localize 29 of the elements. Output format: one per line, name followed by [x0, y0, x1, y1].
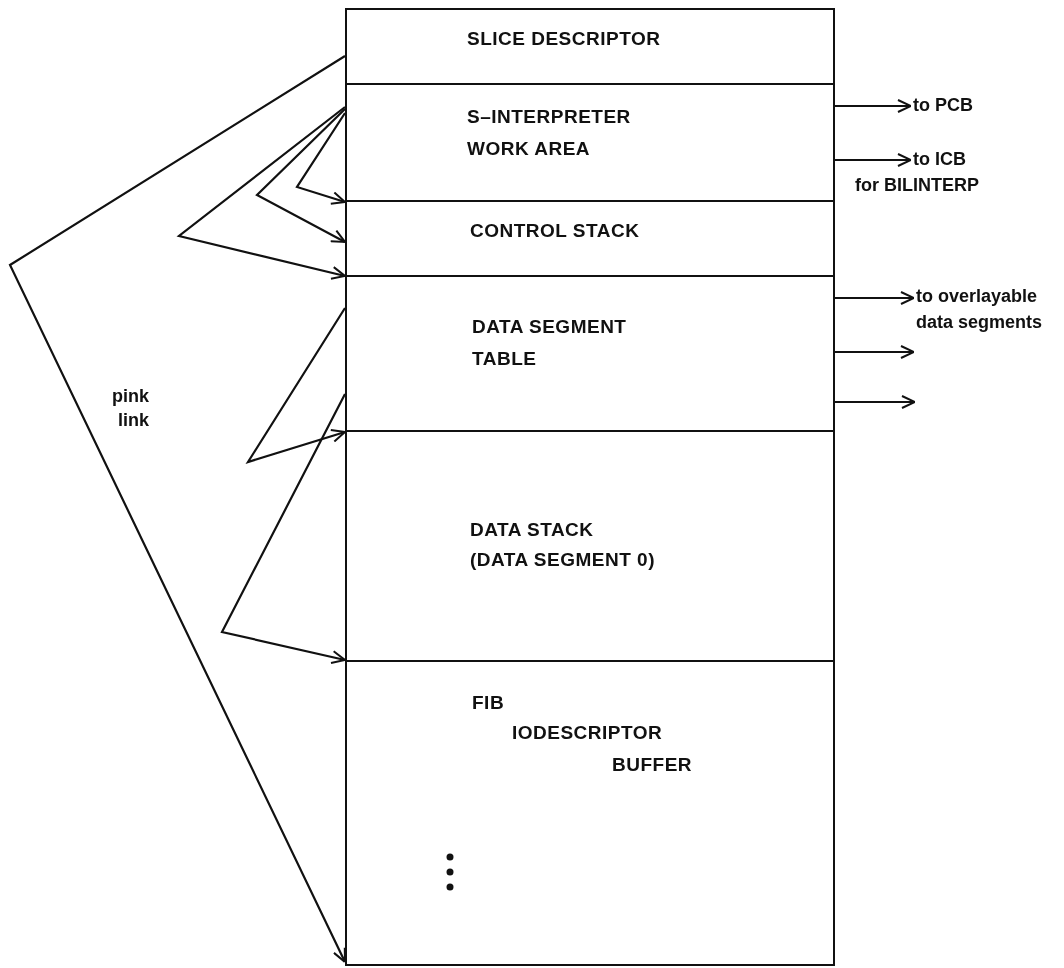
- pointer-arrow: [176, 106, 346, 280]
- area-label: S–INTERPRETER WORK AREA: [467, 105, 632, 161]
- pointer-arrow: [835, 291, 915, 305]
- area-label: IODESCRIPTOR: [512, 721, 664, 745]
- area-label: SLICE DESCRIPTOR: [467, 27, 662, 51]
- pointer-arrow: [295, 112, 346, 205]
- pointer-arrow: [835, 345, 915, 359]
- memory-area-box: [345, 200, 835, 277]
- pointer-target-label: to ICB for BILINTERP: [855, 146, 987, 198]
- memory-area-box: [345, 8, 835, 85]
- area-label: FIB: [472, 691, 506, 715]
- area-label: (DATA SEGMENT 0): [470, 548, 656, 572]
- pointer-arrow: [835, 153, 912, 167]
- area-label: BUFFER: [612, 753, 694, 777]
- pointer-arrow: [255, 108, 346, 243]
- memory-area-box: [345, 660, 835, 966]
- pointer-arrow: [8, 55, 346, 963]
- area-label: DATA SEGMENT TABLE: [472, 315, 628, 371]
- pointer-arrow: [835, 395, 916, 409]
- pointer-target-label: to PCB: [913, 92, 1023, 118]
- memory-area-box: [345, 275, 835, 432]
- area-label: CONTROL STACK: [470, 219, 641, 243]
- memory-area-box: [345, 430, 835, 662]
- pointer-arrow: [835, 99, 912, 113]
- pointer-arrow: [220, 393, 346, 664]
- pointer-target-label: to overlayable data segments: [916, 283, 1061, 335]
- memory-area-box: [345, 83, 835, 202]
- area-label: DATA STACK: [470, 518, 595, 542]
- pointer-arrow: [245, 307, 346, 464]
